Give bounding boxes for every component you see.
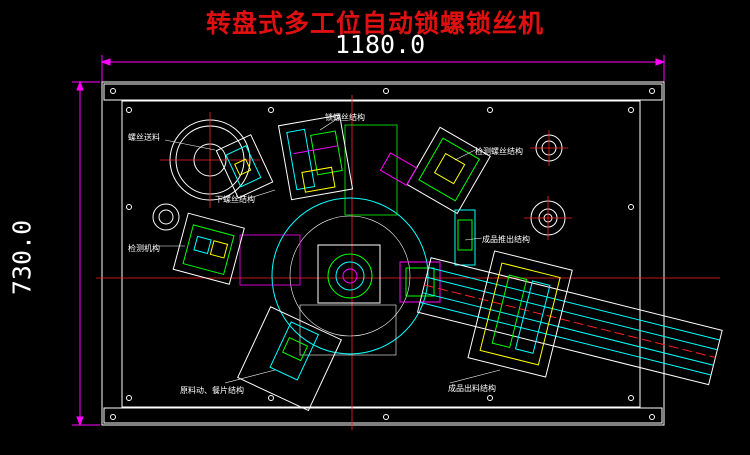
discharge-conveyor	[416, 250, 723, 386]
turntable	[239, 124, 429, 356]
label-product-discharge: 成品出料结构	[448, 384, 496, 393]
dimension-lines	[72, 55, 666, 427]
label-lower-screw: 下螺丝结构	[215, 195, 255, 204]
station-screw-locking	[277, 114, 354, 201]
label-screw-locking: 锁螺丝结构	[325, 113, 365, 122]
station-lock-screw-left	[172, 212, 245, 285]
mounting-holes	[110, 88, 655, 420]
machine-frame	[101, 81, 665, 426]
station-screw-feeder	[215, 134, 274, 199]
station-raw-feed	[237, 306, 343, 412]
label-inspect-mech: 检测机构	[128, 244, 160, 253]
label-raw-feed: 原料动、餐片结构	[180, 386, 244, 395]
station-inspect-right	[399, 209, 476, 303]
label-inspect-screw: 检测螺丝结构	[475, 147, 523, 156]
drawing-title: 转盘式多工位自动锁螺锁丝机	[205, 9, 544, 38]
leader-lines	[155, 116, 501, 384]
station-inspect-screw	[379, 126, 491, 215]
label-product-out: 成品推出结构	[482, 235, 530, 244]
label-screw-feeder: 螺丝送料	[128, 133, 160, 142]
dimension-height-label: 730.0	[7, 219, 37, 296]
dimension-width-label: 1180.0	[334, 30, 426, 59]
